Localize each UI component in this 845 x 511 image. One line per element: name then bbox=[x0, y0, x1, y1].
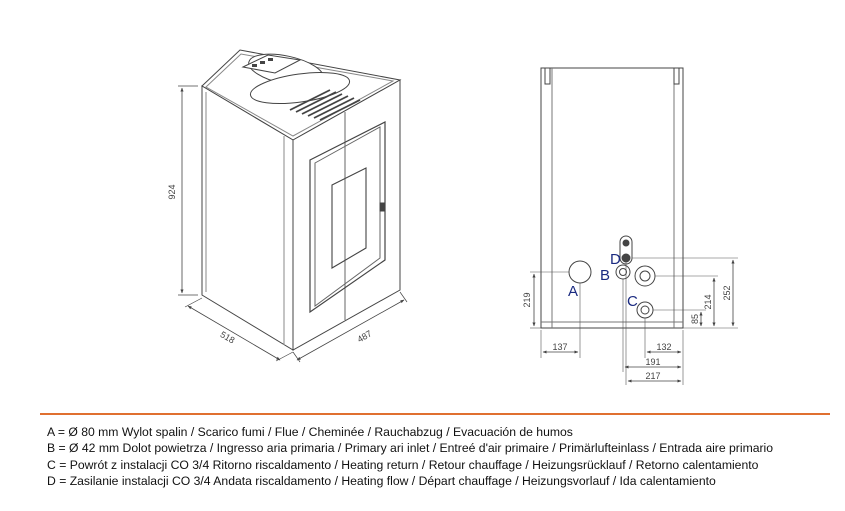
label-b: B bbox=[600, 267, 610, 284]
width-dimension-label: 487 bbox=[355, 328, 373, 344]
depth-dimension-line bbox=[187, 305, 281, 361]
dim-d-offset-label: 217 bbox=[645, 371, 660, 381]
dim-a-height-label: 219 bbox=[522, 292, 532, 307]
height-dimension-label: 924 bbox=[167, 184, 177, 199]
label-c: C bbox=[627, 293, 638, 310]
dim-a-offset-label: 137 bbox=[552, 342, 567, 352]
top-vent-grille bbox=[289, 89, 361, 121]
depth-dimension-label: 518 bbox=[218, 329, 236, 345]
width-dimension-line bbox=[296, 299, 405, 361]
control-panel-buttons bbox=[252, 58, 273, 67]
dim-b-height-label: 214 bbox=[703, 294, 713, 309]
legend-item-a: A = Ø 80 mm Wylot spalin / Scarico fumi … bbox=[47, 425, 573, 439]
stove-door bbox=[309, 121, 386, 314]
stove-isometric-view bbox=[178, 49, 408, 363]
outlet-d-heating-flow bbox=[621, 253, 631, 263]
door-handle bbox=[379, 202, 385, 212]
label-a: A bbox=[568, 283, 578, 300]
rear-panel-outline bbox=[540, 67, 684, 329]
dim-d-height-label: 252 bbox=[722, 285, 732, 300]
dim-c-height-label: 85 bbox=[690, 314, 700, 324]
stove-rear-view bbox=[530, 67, 738, 385]
legend-item-d: D = Zasilanie instalacji CO 3/4 Andata r… bbox=[47, 474, 716, 489]
legend: A = Ø 80 mm Wylot spalin / Scarico fumi … bbox=[47, 424, 773, 490]
technical-drawing: 924 518 487 bbox=[167, 49, 738, 385]
legend-item-b: B = Ø 42 mm Dolot powietrza / Ingresso a… bbox=[47, 441, 774, 456]
legend-item-c: C = Powrót z instalacji CO 3/4 Ritorno r… bbox=[47, 457, 759, 472]
control-panel bbox=[241, 54, 302, 74]
dim-b-offset-label: 191 bbox=[645, 357, 660, 367]
dim-c-offset-label: 132 bbox=[656, 342, 671, 352]
label-d: D bbox=[610, 251, 621, 268]
stove-front-face bbox=[292, 79, 401, 351]
door-glass bbox=[331, 167, 367, 269]
orange-divider bbox=[40, 413, 830, 415]
